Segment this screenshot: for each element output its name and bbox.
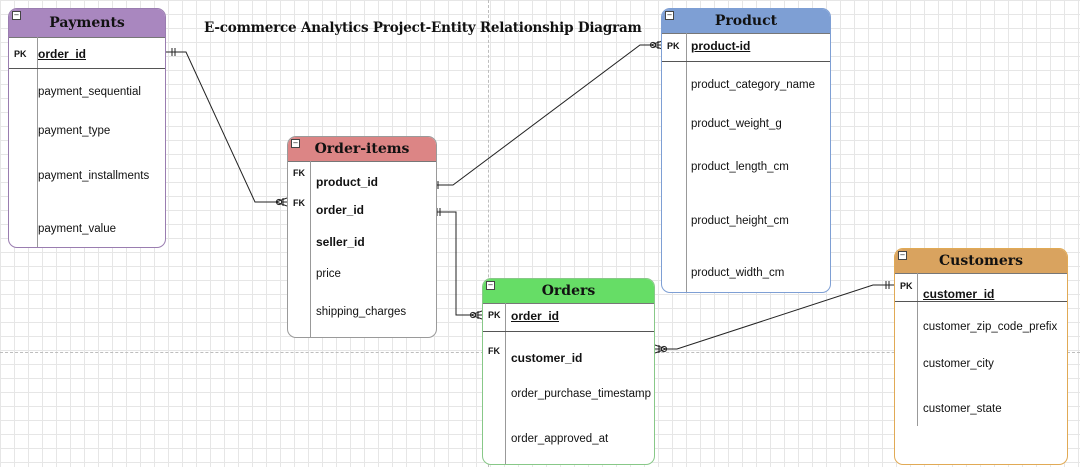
order-items-header: Order-items <box>288 137 436 162</box>
entity-customers[interactable]: Customers − PK customer_id customer_zip_… <box>894 248 1068 465</box>
primary-key-field: order_id <box>511 309 560 323</box>
field: order_approved_at <box>511 433 609 445</box>
field: customer_zip_code_prefix <box>923 321 1058 333</box>
entity-name: Order-items <box>314 141 410 157</box>
field: product_length_cm <box>691 161 789 173</box>
link-orderitems-product <box>432 44 662 186</box>
field: product_id <box>316 175 378 189</box>
fk-label: FK <box>293 198 305 208</box>
payments-header: Payments <box>9 9 165 38</box>
key-separator <box>483 331 654 332</box>
key-separator <box>9 68 165 69</box>
pk-label: PK <box>667 41 680 51</box>
minus-icon[interactable]: − <box>486 281 495 290</box>
field: payment_sequential <box>38 86 141 98</box>
diagram-title: E-commerce Analytics Project-Entity Rela… <box>204 20 642 36</box>
field: customer_id <box>511 351 583 365</box>
pk-label: PK <box>900 281 913 291</box>
page-guide-vertical <box>488 0 489 467</box>
field: payment_value <box>38 223 116 235</box>
minus-icon[interactable]: − <box>898 251 907 260</box>
field: seller_id <box>316 235 365 249</box>
minus-icon[interactable]: − <box>291 139 300 148</box>
field: order_id <box>316 203 365 217</box>
field: order_purchase_timestamp <box>511 388 651 400</box>
entity-name: Payments <box>49 15 125 31</box>
field: product_weight_g <box>691 118 782 130</box>
field: product_width_cm <box>691 267 785 279</box>
key-column-divider <box>917 273 918 426</box>
key-separator <box>895 301 1067 302</box>
link-payments-orderitems <box>166 51 287 203</box>
fk-label: FK <box>488 346 500 356</box>
fk-label: FK <box>293 168 305 178</box>
field: product_height_cm <box>691 215 789 227</box>
entity-orders[interactable]: Orders − PK order_id FK customer_id orde… <box>482 278 655 465</box>
minus-icon[interactable]: − <box>12 11 21 20</box>
primary-key-field: customer_id <box>923 287 995 301</box>
link-orders-customers <box>655 284 894 350</box>
pk-label: PK <box>14 49 27 59</box>
field: product_category_name <box>691 79 816 91</box>
primary-key-field: order_id <box>38 47 87 61</box>
primary-key-field: product-id <box>691 39 751 53</box>
orders-header: Orders <box>483 279 654 304</box>
field: payment_installments <box>38 170 150 182</box>
product-header: Product <box>662 9 830 34</box>
field: shipping_charges <box>316 306 407 318</box>
entity-name: Orders <box>541 283 596 299</box>
entity-product[interactable]: Product − PK product-id product_category… <box>661 8 831 293</box>
minus-icon[interactable]: − <box>665 11 674 20</box>
entity-name: Customers <box>939 253 1023 269</box>
key-column-divider <box>310 161 311 337</box>
entity-order-items[interactable]: Order-items − FK FK product_id order_id … <box>287 136 437 338</box>
key-column-divider <box>505 303 506 464</box>
field: customer_city <box>923 358 994 370</box>
field: payment_type <box>38 125 111 137</box>
entity-name: Product <box>714 13 778 29</box>
link-orderitems-orders <box>432 211 482 316</box>
field: customer_state <box>923 403 1002 415</box>
customers-header: Customers <box>895 249 1067 274</box>
pk-label: PK <box>488 310 501 320</box>
key-column-divider <box>686 33 687 292</box>
entity-payments[interactable]: Payments − PK order_id payment_sequentia… <box>8 8 166 248</box>
field: price <box>316 268 341 280</box>
key-separator <box>662 61 830 62</box>
key-column-divider <box>37 37 38 247</box>
